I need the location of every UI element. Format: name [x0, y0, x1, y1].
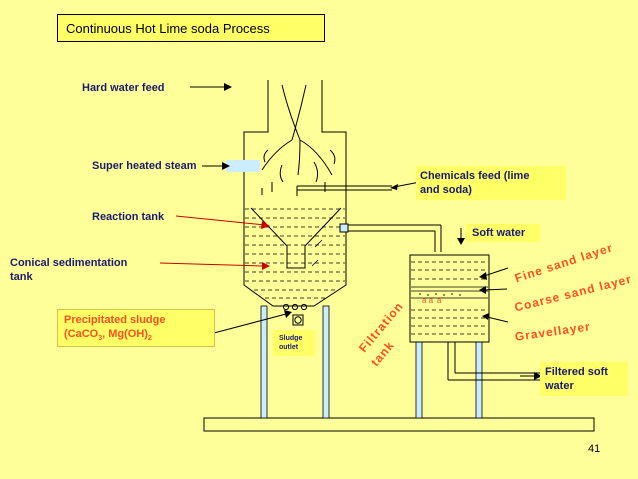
sludge-outlet-label-2: outlet	[279, 344, 299, 351]
filtration-tank	[409, 254, 490, 343]
sludge-outlet-box: Sludge outlet	[273, 330, 315, 356]
page-number: 41	[588, 443, 601, 455]
filtered-soft-water-box: Filtered soft water	[540, 362, 628, 396]
sludge-outlet-circles	[282, 303, 308, 324]
conical-sedimentation-label-1: Conical sedimentation	[10, 257, 128, 269]
steam-input-box	[226, 160, 260, 172]
hard-water-feed-label: Hard water feed	[82, 82, 165, 94]
filter-leg-left	[415, 341, 423, 419]
conical-sedimentation-label-2: tank	[10, 271, 33, 283]
chemicals-feed-pipe	[296, 185, 392, 196]
sludge-formula-part-c: , Mg(OH)	[102, 328, 148, 340]
super-heated-steam-label: Super heated steam	[92, 160, 197, 172]
chemicals-feed-label-2: and soda)	[420, 184, 472, 196]
chemicals-feed-label-1: Chemicals feed (lime	[420, 170, 530, 182]
inner-cone	[250, 207, 342, 269]
tank-leg-right	[322, 305, 330, 419]
coarse-sand-dots	[419, 293, 461, 296]
filter-red-marks: a a' a'	[422, 296, 443, 305]
precipitated-sludge-label-1: Precipitated sludge	[64, 314, 166, 326]
sludge-outlet-label-1: Sludge	[279, 335, 303, 342]
precipitated-sludge-box: Precipitated sludge (CaCO3, Mg(OH)2	[57, 309, 215, 347]
page-title: Continuous Hot Lime soda Process	[66, 21, 270, 36]
steam-curls	[261, 84, 336, 195]
sludge-formula-sub-3: 3	[98, 335, 103, 343]
sludge-formula-part-a: (CaCO	[64, 328, 99, 340]
title-box: Continuous Hot Lime soda Process	[57, 14, 325, 42]
soft-water-label: Soft water	[472, 227, 526, 239]
tank-leg-left	[260, 305, 268, 419]
filter-layers	[411, 261, 488, 335]
sludge-valve	[292, 314, 304, 326]
ground-platform	[203, 417, 595, 432]
chemicals-feed-box: Chemicals feed (lime and soda)	[416, 166, 566, 200]
soft-water-box: Soft water	[466, 224, 540, 242]
filtered-soft-water-label-1: Filtered soft	[545, 366, 608, 378]
soft-water-pipe	[339, 223, 442, 252]
reaction-tank-label: Reaction tank	[92, 211, 165, 223]
sludge-formula-sub-2: 2	[147, 335, 152, 343]
hard-water-inlet-pipe	[268, 80, 322, 108]
precipitated-sludge-label-2: (CaCO3, Mg(OH)2	[64, 327, 152, 346]
filtered-outlet-pipe	[447, 342, 540, 381]
reaction-tank-body	[243, 104, 347, 307]
filtered-soft-water-label-2: water	[545, 380, 574, 392]
